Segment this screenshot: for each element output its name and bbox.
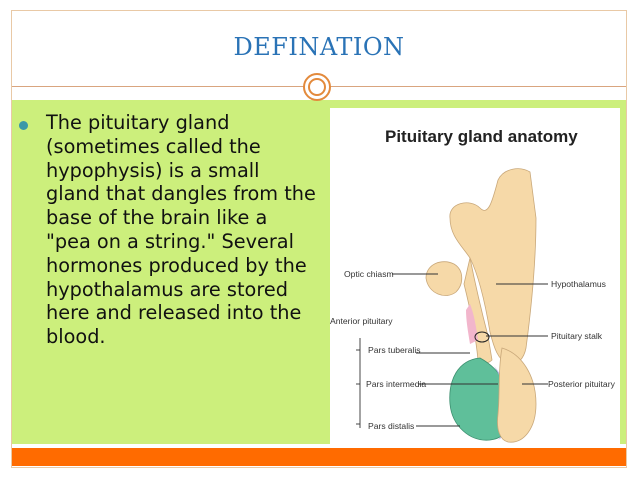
slide-frame [11,10,627,468]
figure-title: Pituitary gland anatomy [385,127,578,146]
label-pars-distalis: Pars distalis [368,421,414,431]
hypothalamus-tissue [449,168,537,365]
footer-accent-bar [12,448,626,466]
label-pars-intermedia: Pars intermedia [366,379,426,389]
bullet-text: The pituitary gland (sometimes called th… [46,111,316,349]
anatomy-illustration: Pituitary gland anatomy [330,127,616,443]
label-anterior-pituitary: Anterior pituitary [330,316,393,326]
bullet-icon [19,121,28,130]
label-pars-tuberalis: Pars tuberalis [368,345,421,355]
posterior-pituitary-shape [497,347,537,443]
pituitary-anatomy-figure: Pituitary gland anatomy [330,108,620,450]
optic-chiasm-shape [425,261,463,296]
label-pituitary-stalk: Pituitary stalk [551,331,603,341]
pars-tuberalis-shape [466,304,478,344]
divider-ornament-icon [303,73,331,101]
label-optic-chiasm: Optic chiasm [344,269,394,279]
label-posterior-pituitary: Posterior pituitary [548,379,616,389]
label-hypothalamus: Hypothalamus [551,279,606,289]
slide-title: DEFINATION [233,33,405,61]
stalk-ring-shape [474,331,490,343]
